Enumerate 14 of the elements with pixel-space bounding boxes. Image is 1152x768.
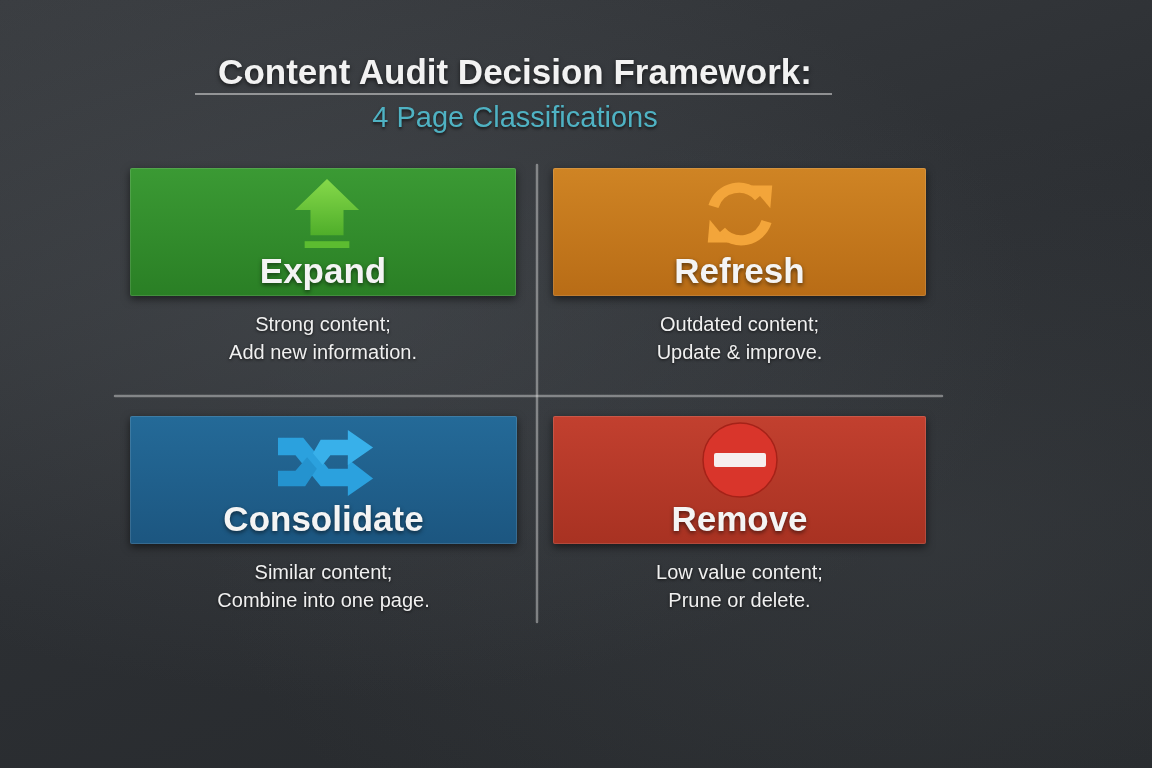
category-card [130, 168, 516, 296]
card-heading: Refresh [674, 252, 805, 290]
card-heading: Remove [671, 500, 808, 538]
card-description: Strong content; Add new information. [229, 312, 417, 365]
card-description: Low value content; Prune or delete. [656, 560, 823, 613]
category-card [130, 416, 517, 544]
card-heading: Consolidate [223, 500, 424, 538]
card-description: Similar content; Combine into one page. [217, 560, 430, 613]
category-card [553, 416, 926, 544]
title: Content Audit Decision Framework: [218, 52, 812, 92]
card-description: Outdated content; Update & improve. [656, 312, 823, 365]
subtitle: 4 Page Classifications [372, 100, 658, 134]
category-card [553, 168, 926, 296]
card-heading: Expand [259, 252, 387, 290]
